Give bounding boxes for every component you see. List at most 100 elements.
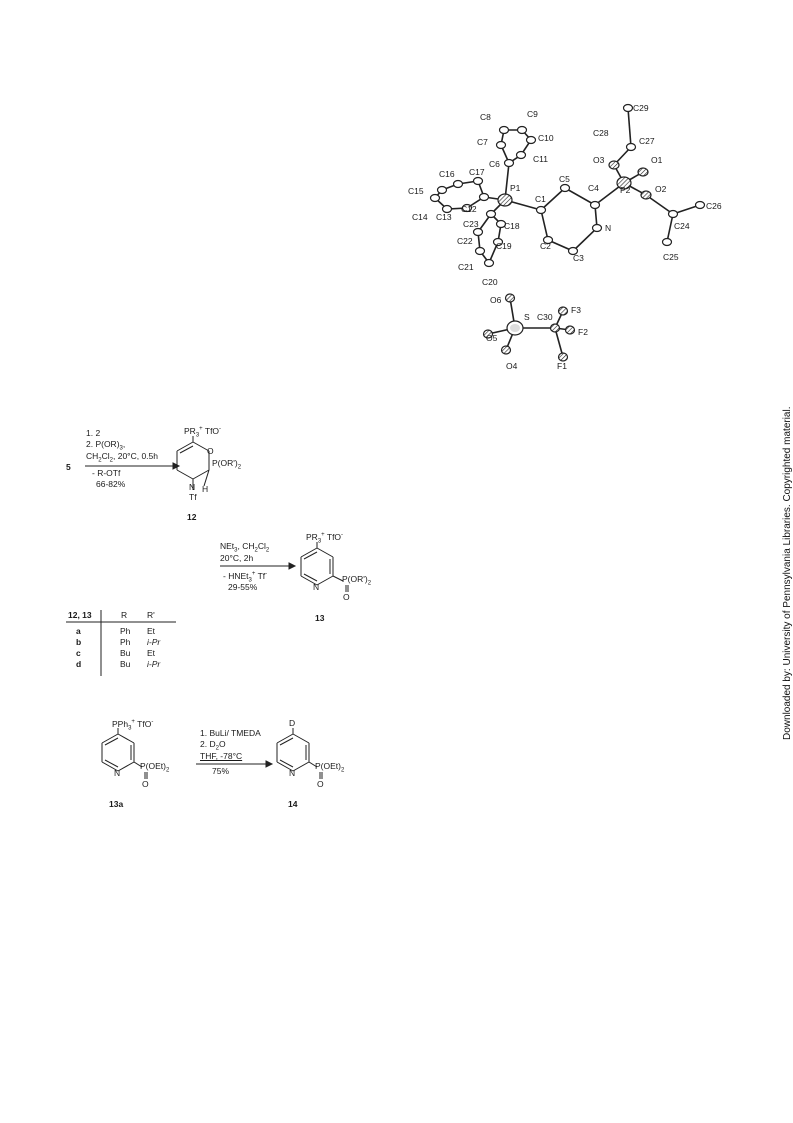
table-cell: c xyxy=(76,648,81,658)
scheme2-cond1-a: NEt xyxy=(220,541,235,551)
scheme2-cond3-a: - HNEt xyxy=(223,570,249,581)
scheme1-prod-top: PR3+ TfO- xyxy=(184,425,222,439)
scheme2-prod-phos-text: P(OR') xyxy=(342,574,368,584)
scheme2-yield: 29-55% xyxy=(228,582,258,592)
scheme3-cond2-sub: 2 xyxy=(215,745,219,752)
atom-label: C11 xyxy=(533,154,548,164)
scheme2-cond3-sup: + xyxy=(251,571,256,577)
scheme1-yield: 66-82% xyxy=(96,479,126,489)
scheme1-solvent-b: Cl xyxy=(101,451,110,461)
table-cell: Ph xyxy=(120,637,131,647)
atom-label: C4 xyxy=(588,183,599,193)
atom-label: C18 xyxy=(504,221,520,231)
scheme3-prod-phos-text: P(OEt) xyxy=(315,761,341,771)
atom-label: C9 xyxy=(527,109,538,119)
atom-label: C1 xyxy=(535,194,546,204)
scheme1-prod-phos-text: P(OR') xyxy=(212,458,238,468)
scheme2-prod-phos-sub: 2 xyxy=(367,580,372,587)
atom-label: C16 xyxy=(439,169,455,179)
scheme3-reac-o: O xyxy=(142,779,149,789)
atom-label: O4 xyxy=(506,361,518,371)
scheme1-prod-phos-sub: 2 xyxy=(237,464,242,471)
scheme3-prod-phos: P(OEt)2 xyxy=(315,762,344,774)
atom-label: C27 xyxy=(639,136,655,146)
scheme2-prod-phos: P(OR')2 xyxy=(342,575,371,587)
scheme3-prod-o: O xyxy=(317,779,324,789)
scheme2-prod-top-sup: + xyxy=(321,532,325,538)
scheme1-reactant: 5 xyxy=(66,462,71,472)
scheme1-step2-a: 2. P(OR xyxy=(86,439,117,449)
scheme1-prod-o: O xyxy=(207,446,214,456)
atom-label: O2 xyxy=(655,184,667,194)
scheme3-product-label: 14 xyxy=(288,799,298,809)
download-notice: Downloaded by: University of Pennsylvani… xyxy=(782,406,793,741)
atom-label: C8 xyxy=(480,112,491,122)
atom-label: O1 xyxy=(651,155,663,165)
atom-label: C13 xyxy=(436,212,452,222)
atom-label: C7 xyxy=(477,137,488,147)
scheme3-reac-n: N xyxy=(114,768,121,778)
atom-label: C23 xyxy=(463,219,479,229)
scheme3-reac-top-sup: + xyxy=(131,719,135,725)
atom-label: C14 xyxy=(412,212,428,222)
atom-label: F2 xyxy=(578,327,588,337)
scheme1-solvent: CH2Cl2, 20°C, 0.5h xyxy=(86,452,158,464)
scheme1-prod-top-sup: + xyxy=(199,426,203,432)
table-header-compound: 12, 13 xyxy=(68,610,92,620)
scheme2-cond1-b: , CH xyxy=(237,541,255,551)
table-header-r: R xyxy=(121,610,128,620)
scheme3-prod-phos-sub: 2 xyxy=(340,767,345,774)
atom-label: C15 xyxy=(408,186,424,196)
atom-label: C10 xyxy=(538,133,554,143)
scheme2-prod-top-sub: 3 xyxy=(317,538,322,545)
table-cell: Bu xyxy=(120,659,131,669)
scheme3-reac-top-tail: TfO xyxy=(134,718,152,729)
scheme3-cond1: 1. BuLi/ TMEDA xyxy=(200,728,261,738)
table-cell: i-Pr xyxy=(147,637,161,647)
table-cell: Et xyxy=(147,648,156,658)
scheme3-cond3: THF, -78°C xyxy=(200,751,243,761)
scheme1-solvent-sub1: 2 xyxy=(98,457,102,464)
scheme2-cond1: NEt3, CH2Cl2 xyxy=(220,542,269,554)
scheme3-prod-n: N xyxy=(289,768,296,778)
scheme1-removed: - R-OTf xyxy=(92,468,121,478)
scheme3-cond2-a: 2. D xyxy=(200,739,216,749)
scheme3-reactant-label: 13a xyxy=(109,799,124,809)
scheme2-cond1-sub2: 2 xyxy=(254,547,258,554)
scheme3-reac-top: PPh3+ TfO- xyxy=(112,718,154,732)
scheme1-prod-top-text: PR xyxy=(184,425,196,436)
scheme1-prod-phos: P(OR')2 xyxy=(212,459,241,471)
scheme2-cond3: - HNEt3+ Tf- xyxy=(223,570,268,584)
atom-label: O3 xyxy=(593,155,605,165)
scheme3-reac-phos: P(OEt)2 xyxy=(140,762,169,774)
atom-label: O6 xyxy=(490,295,502,305)
atom-label: C3 xyxy=(573,253,584,263)
scheme2-cond3-sub: 3 xyxy=(248,577,252,584)
atom-label: C12 xyxy=(461,204,477,214)
scheme3-reac-top-text: PPh xyxy=(112,718,129,729)
table-cell: Ph xyxy=(120,626,131,636)
scheme2-cond1-sub3: 2 xyxy=(265,547,270,554)
scheme1-product-label: 12 xyxy=(187,512,197,522)
table-cell: a xyxy=(76,626,81,636)
atom-label: C22 xyxy=(457,236,473,246)
scheme3-yield: 75% xyxy=(212,766,230,776)
table-cell: Bu xyxy=(120,648,131,658)
scheme1-prod-tf: Tf xyxy=(189,492,197,502)
atom-label: C2 xyxy=(540,241,551,251)
scheme1-solvent-sub2: 2 xyxy=(109,457,113,464)
scheme3-reac-top-sub: 3 xyxy=(128,725,132,732)
table-header-r-prime: R' xyxy=(147,610,155,620)
scheme1-prod-n: N xyxy=(189,482,196,492)
atom-label: C26 xyxy=(706,201,722,211)
scheme1-step1: 1. 2 xyxy=(86,429,100,438)
atom-label: C29 xyxy=(633,103,649,113)
atom-label: C6 xyxy=(489,159,500,169)
scheme2-cond3-b: Tf xyxy=(255,570,266,581)
scheme1-step2-end: , xyxy=(122,439,126,449)
atom-label: C19 xyxy=(496,241,512,251)
